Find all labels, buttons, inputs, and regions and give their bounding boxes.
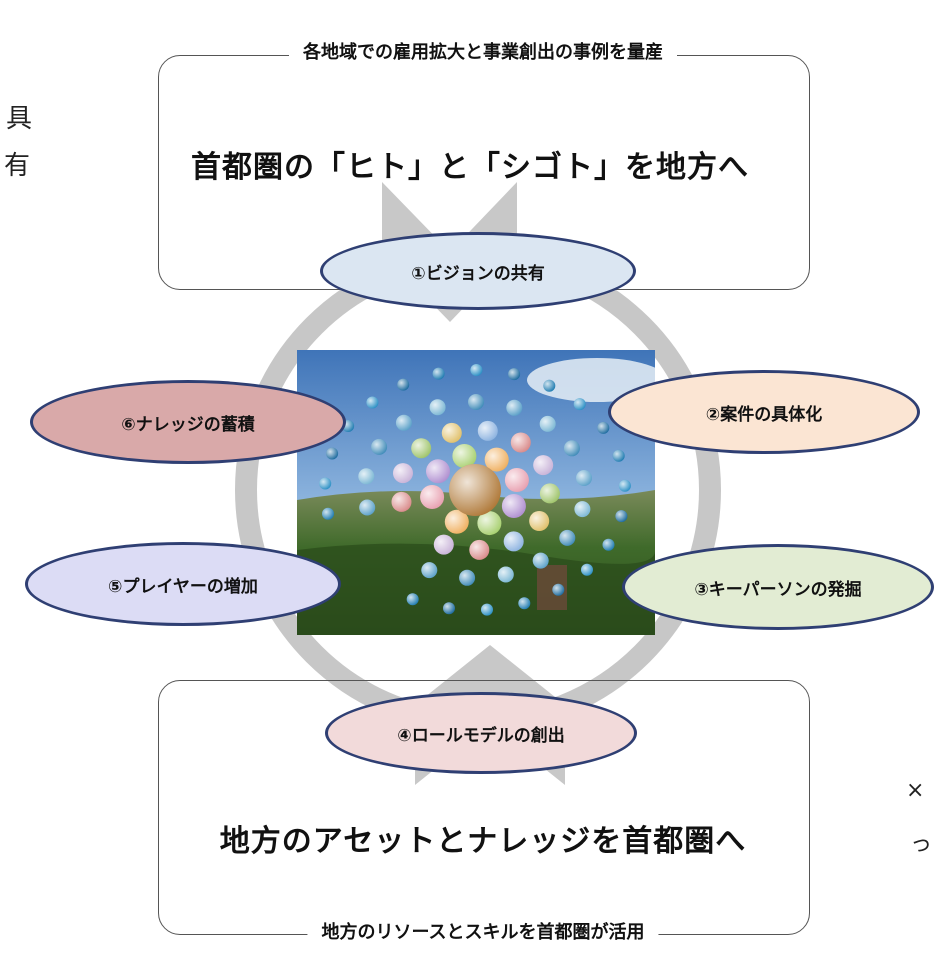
center-landscape-image [297, 350, 655, 635]
decorative-sphere-highlight [441, 422, 462, 443]
decorative-sphere-highlight [432, 367, 445, 380]
decorative-sphere-highlight [391, 491, 412, 512]
decorative-sphere-highlight [510, 432, 531, 453]
decorative-sphere-highlight [426, 459, 450, 484]
decorative-sphere-highlight [429, 399, 446, 416]
decorative-sphere-highlight [395, 414, 412, 431]
top-box-caption: 各地域での雇用拡大と事業創出の事例を量産 [289, 38, 677, 64]
decorative-sphere-highlight [468, 394, 484, 410]
decorative-sphere-highlight [433, 534, 454, 555]
decorative-sphere-highlight [503, 531, 524, 552]
decorative-sphere-highlight [508, 368, 521, 381]
decorative-sphere-highlight [358, 468, 375, 485]
decorative-sphere-highlight [443, 602, 455, 615]
decorative-sphere-highlight [444, 509, 469, 534]
decorative-sphere-highlight [559, 529, 576, 546]
decorative-sphere-highlight [477, 511, 502, 536]
cycle-step-1: ①ビジョンの共有 [320, 232, 636, 310]
cycle-step-label: ①ビジョンの共有 [411, 263, 545, 284]
decorative-sphere-highlight [504, 468, 529, 492]
decorative-sphere-highlight [481, 603, 493, 616]
decorative-sphere-highlight [529, 511, 550, 531]
cycle-step-6: ⑥ナレッジの蓄積 [30, 380, 346, 464]
decorative-sphere-highlight [484, 447, 509, 472]
decorative-sphere-highlight [319, 477, 332, 490]
decorative-sphere-highlight [602, 538, 615, 551]
cycle-step-label: ⑤プレイヤーの増加 [108, 576, 258, 597]
side-fragment-text: × [906, 778, 925, 803]
decorative-sphere-highlight [574, 501, 591, 518]
cycle-step-3: ③キーパーソンの発掘 [622, 544, 934, 630]
side-fragment-text: 有 [4, 151, 31, 181]
decorative-sphere-highlight [420, 485, 445, 509]
decorative-sphere-highlight [322, 507, 334, 520]
decorative-sphere-highlight [618, 479, 631, 492]
cycle-step-label: ⑥ナレッジの蓄積 [121, 414, 255, 435]
decorative-sphere-highlight [532, 552, 549, 569]
decorative-sphere-highlight [497, 566, 514, 583]
decorative-sphere-highlight [518, 597, 531, 610]
decorative-sphere-highlight [539, 483, 560, 504]
side-fragment-text: 具 [6, 104, 33, 134]
cycle-step-4: ④ロールモデルの創出 [325, 692, 637, 774]
cycle-step-label: ②案件の具体化 [705, 404, 823, 425]
decorative-sphere-highlight [411, 438, 432, 459]
decorative-sphere-highlight [470, 364, 483, 376]
decorative-sphere-highlight [552, 583, 565, 596]
decorative-sphere-highlight [563, 440, 580, 457]
decorative-sphere-highlight [597, 421, 610, 434]
cycle-step-label: ④ロールモデルの創出 [397, 725, 565, 746]
decorative-sphere-highlight [533, 455, 554, 476]
decorative-sphere-highlight [359, 499, 376, 516]
decorative-sphere-highlight [539, 415, 556, 432]
decorative-sphere-highlight [397, 378, 410, 391]
center-sphere-highlight [449, 464, 501, 516]
decorative-sphere-highlight [406, 593, 419, 606]
decorative-sphere-highlight [393, 463, 413, 484]
decorative-sphere-highlight [581, 563, 593, 576]
decorative-sphere-highlight [326, 447, 339, 460]
decorative-sphere-highlight [421, 562, 438, 579]
decorative-sphere-highlight [366, 396, 379, 409]
decorative-sphere-highlight [459, 569, 476, 586]
decorative-sphere-highlight [452, 444, 477, 468]
decorative-sphere-highlight [469, 539, 490, 560]
decorative-sphere-highlight [543, 379, 556, 392]
decorative-sphere-highlight [501, 494, 526, 518]
cycle-step-label: ③キーパーソンの発掘 [694, 579, 862, 600]
decorative-sphere-highlight [506, 399, 523, 416]
cycle-step-2: ②案件の具体化 [608, 370, 920, 454]
side-fragment-text: っ [910, 832, 933, 857]
top-box-main-text: 首都圏の「ヒト」と「シゴト」を地方へ [191, 150, 749, 185]
decorative-sphere-highlight [573, 398, 586, 411]
bottom-box-main-text: 地方のアセットとナレッジを首都圏へ [219, 824, 747, 859]
decorative-sphere-highlight [477, 420, 498, 441]
decorative-sphere-highlight [371, 438, 388, 455]
decorative-sphere-highlight [612, 449, 625, 462]
decorative-sphere-highlight [615, 510, 628, 523]
decorative-sphere-highlight [576, 470, 592, 486]
cycle-step-5: ⑤プレイヤーの増加 [25, 542, 341, 626]
bottom-box-caption: 地方のリソースとスキルを首都圏が活用 [307, 918, 659, 944]
